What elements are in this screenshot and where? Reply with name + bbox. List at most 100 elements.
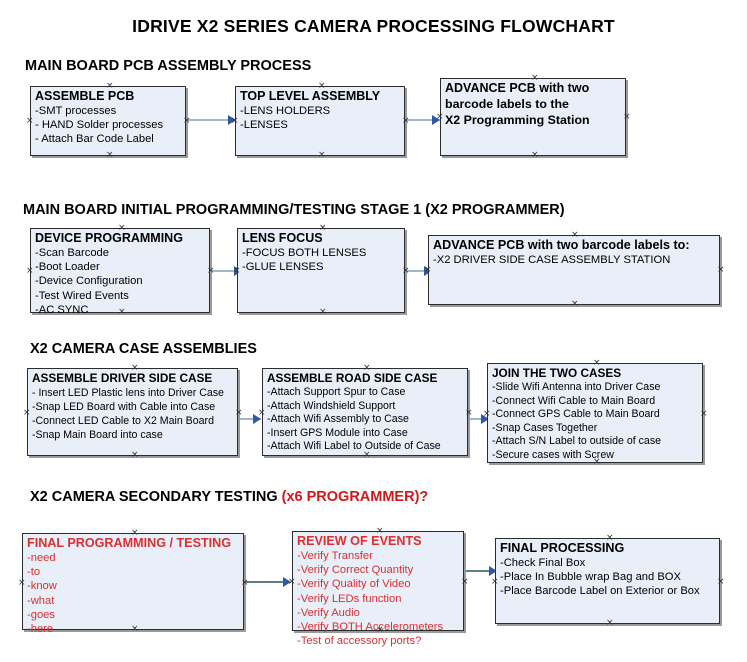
box-line: -LENSES (240, 119, 288, 132)
box-line: -LENS HOLDERS (240, 105, 331, 117)
box-line: - Attach Bar Code Label (35, 133, 154, 146)
box-assemble-road-side-case[interactable]: ASSEMBLE ROAD SIDE CASE -Attach Support … (262, 368, 468, 456)
connector-road-case-to-join (467, 418, 489, 420)
box-line: -Check Final Box (500, 557, 586, 569)
box-top-level-assembly[interactable]: TOP LEVEL ASSEMBLY -LENS HOLDERS -LENSES (235, 86, 405, 156)
connection-handle-bottom[interactable] (106, 152, 113, 159)
connection-handle-bottom[interactable] (318, 152, 325, 159)
box-line: -goes (27, 608, 55, 621)
box-advance-pcb-to-programming-station[interactable]: ADVANCE PCB with two barcode labels to t… (440, 78, 626, 156)
connection-handle-bottom[interactable] (606, 620, 613, 627)
section-heading-text: X2 CAMERA CASE ASSEMBLIES (30, 341, 257, 357)
box-line: -Connect Wifi Cable to Main Board (492, 394, 656, 407)
box-device-programming[interactable]: DEVICE PROGRAMMING -Scan Barcode -Boot L… (30, 228, 210, 316)
connector-top-level-to-advance (404, 119, 440, 121)
box-assemble-pcb[interactable]: ASSEMBLE PCB -SMT processes - HAND Solde… (30, 86, 186, 156)
connector-review-to-final-processing (464, 570, 496, 572)
box-line: -Connect GPS Cable to Main Board (492, 408, 660, 421)
connector-assemble-to-top-level (186, 119, 234, 121)
box-line: -Attach Wifi Label to Outside of Case (267, 440, 441, 453)
box-line: -Verify LEDs function (297, 592, 402, 605)
section-heading-main-board-initial-programming: MAIN BOARD INITIAL PROGRAMMING/TESTING S… (23, 202, 565, 218)
connection-handle-right[interactable] (700, 411, 707, 418)
box-line-overflow: -Test of accessory ports? (297, 635, 422, 648)
box-header: FINAL PROCESSING (500, 541, 625, 555)
box-line: -Snap Main Board into case (32, 429, 163, 441)
box-line: -Verify Quality of Video (297, 578, 411, 591)
arrowhead-assemble-to-top-level (228, 115, 236, 125)
box-assemble-driver-side-case[interactable]: ASSEMBLE DRIVER SIDE CASE - Insert LED P… (27, 368, 238, 456)
box-line: -Attach Support Spur to Case (267, 386, 406, 398)
box-header: ASSEMBLE ROAD SIDE CASE (267, 371, 438, 385)
box-header: LENS FOCUS (242, 231, 323, 245)
box-line: -to (27, 566, 41, 579)
arrowhead-review-to-final-processing (489, 566, 497, 576)
arrowhead-final-programming-to-review (283, 577, 291, 587)
box-line: -Place In Bubble wrap Bag and BOX (500, 571, 681, 584)
box-line: -Boot Loader (35, 261, 100, 274)
box-line: -AC SYNC (35, 303, 89, 316)
box-header: ADVANCE PCB with two (445, 81, 590, 95)
box-line: -what (27, 594, 55, 607)
connection-handle-bottom[interactable] (531, 152, 538, 159)
section-heading-x2-camera-case-assemblies: X2 CAMERA CASE ASSEMBLIES (30, 341, 257, 357)
box-line: -Secure cases with Screw (492, 448, 614, 461)
connection-handle-right[interactable] (717, 579, 724, 586)
box-line: -Snap LED Board with Cable into Case (32, 401, 216, 413)
box-line: -Attach Wifi Assembly to Case (267, 413, 409, 426)
connection-handle-right[interactable] (717, 267, 724, 274)
box-header: FINAL PROGRAMMING / TESTING (27, 536, 232, 550)
box-line: -Verify Transfer (297, 550, 373, 562)
box-final-processing[interactable]: FINAL PROCESSING -Check Final Box -Place… (495, 538, 720, 624)
box-line: -X2 DRIVER SIDE CASE ASSEMBLY STATION (433, 254, 671, 266)
box-line: -Attach Windshield Support (267, 399, 396, 412)
arrowhead-driver-case-to-road-case (253, 414, 261, 424)
connection-handle-right[interactable] (465, 410, 472, 417)
box-lens-focus[interactable]: LENS FOCUS -FOCUS BOTH LENSES -GLUE LENS… (237, 228, 405, 313)
box-final-programming-testing[interactable]: FINAL PROGRAMMING / TESTING -need -to -k… (22, 533, 244, 635)
box-line: -know (27, 580, 57, 593)
page-title: IDRIVE X2 SERIES CAMERA PROCESSING FLOWC… (132, 16, 615, 36)
box-line: -Device Configuration (35, 275, 143, 288)
box-line: -Insert GPS Module into Case (267, 426, 408, 439)
box-line: -Verify BOTH Accelerometers (297, 621, 444, 634)
connector-driver-case-to-road-case (237, 418, 261, 420)
box-line: X2 Programming Station (445, 113, 590, 127)
section-heading-x2-camera-secondary-testing: X2 CAMERA SECONDARY TESTING (x6 PROGRAMM… (30, 489, 428, 505)
box-advance-pcb-to-driver-side-case[interactable]: ADVANCE PCB with two barcode labels to: … (428, 235, 720, 305)
connection-handle-right[interactable] (623, 114, 630, 121)
box-line: -Scan Barcode (35, 247, 110, 259)
box-header: ADVANCE PCB with two barcode labels to: (433, 238, 690, 252)
box-review-of-events[interactable]: REVIEW OF EVENTS -Verify Transfer -Verif… (292, 531, 464, 647)
box-line: - Insert LED Plastic lens into Driver Ca… (32, 387, 224, 399)
connection-handle-bottom[interactable] (319, 309, 326, 316)
connection-handle-left[interactable] (23, 410, 30, 417)
box-line: -Place Barcode Label on Exterior or Box (500, 585, 700, 598)
box-header: DEVICE PROGRAMMING (35, 231, 183, 245)
connection-handle-left[interactable] (26, 118, 33, 125)
box-line: -Verify Correct Quantity (297, 564, 414, 577)
connector-lens-focus-to-advance (404, 270, 434, 272)
box-line: -Slide Wifi Antenna into Driver Case (492, 381, 661, 393)
box-line: -Connect LED Cable to X2 Main Board (32, 415, 214, 427)
box-line: -GLUE LENSES (242, 261, 324, 274)
connection-handle-right[interactable] (461, 579, 468, 586)
section-heading-annotation: (x6 PROGRAMMER)? (281, 489, 429, 505)
box-line: barcode labels to the (445, 97, 569, 111)
connection-handle-right[interactable] (235, 410, 242, 417)
box-line: -SMT processes (35, 105, 117, 117)
connection-handle-bottom[interactable] (571, 301, 578, 308)
connection-handle-left[interactable] (491, 579, 498, 586)
box-header: JOIN THE TWO CASES (492, 366, 622, 380)
connection-handle-left[interactable] (18, 580, 25, 587)
box-line: -need (27, 552, 56, 564)
connection-handle-left[interactable] (26, 268, 33, 275)
connector-device-to-lens-focus (208, 270, 242, 272)
section-heading-text: X2 CAMERA SECONDARY TESTING (30, 489, 282, 505)
box-line: -Verify Audio (297, 606, 360, 619)
section-heading-main-board-pcb-assembly: MAIN BOARD PCB ASSEMBLY PROCESS (25, 58, 311, 74)
arrowhead-top-level-to-advance (432, 115, 440, 125)
box-join-the-two-cases[interactable]: JOIN THE TWO CASES -Slide Wifi Antenna i… (487, 363, 703, 463)
box-header: ASSEMBLE PCB (35, 89, 135, 103)
connection-handle-bottom[interactable] (131, 452, 138, 459)
